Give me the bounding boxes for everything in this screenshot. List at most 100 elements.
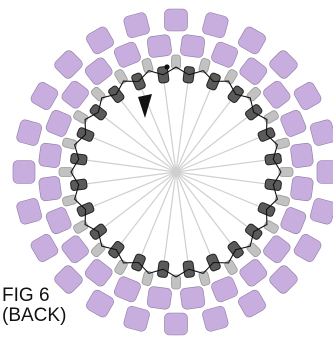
- spoke-line: [175, 133, 269, 173]
- gray-bead: [274, 194, 290, 207]
- purple-bead: [54, 50, 83, 79]
- gray-bead: [263, 110, 279, 124]
- purple-bead: [30, 234, 59, 262]
- spoke-line: [175, 171, 190, 272]
- gray-bead: [274, 137, 290, 150]
- gray-bead: [58, 167, 74, 177]
- gray-bead: [224, 259, 238, 275]
- gray-bead: [114, 69, 128, 85]
- purple-bead: [238, 289, 266, 318]
- gray-bead: [198, 58, 211, 74]
- gray-bead: [263, 220, 279, 234]
- purple-bead: [30, 82, 59, 110]
- spoke-line: [76, 171, 177, 186]
- spoke-line: [175, 110, 256, 173]
- gray-bead: [90, 86, 106, 102]
- purple-bead: [316, 160, 333, 184]
- purple-bead: [310, 119, 333, 146]
- gray-bead: [246, 86, 262, 102]
- purple-bead: [202, 12, 229, 38]
- gray-bead-ring: [58, 54, 294, 290]
- purple-bead: [293, 82, 322, 110]
- spoke-line: [175, 171, 256, 234]
- spoke-line: [83, 133, 177, 173]
- spoke-line: [162, 171, 177, 272]
- thread-line: [70, 66, 282, 278]
- gray-bead: [224, 69, 238, 85]
- purple-bead: [84, 57, 113, 85]
- purple-bead: [280, 109, 307, 137]
- spoke-line: [114, 92, 177, 173]
- purple-bead: [238, 26, 266, 55]
- purple-bead: [54, 265, 83, 294]
- gray-bead: [171, 274, 181, 290]
- spoke-line: [137, 79, 177, 173]
- purple-bead: [164, 8, 188, 32]
- spoke-line: [83, 171, 177, 211]
- purple-bead: [84, 259, 113, 287]
- purple-bead: [180, 286, 206, 310]
- spoke-line: [175, 171, 269, 211]
- start-dot-icon: [164, 64, 170, 70]
- purple-bead: [146, 286, 172, 310]
- purple-bead: [38, 176, 62, 202]
- purple-bead: [211, 276, 239, 303]
- purple-bead: [290, 142, 314, 168]
- spoke-line: [175, 171, 215, 265]
- purple-bead: [61, 80, 89, 109]
- purple-bead: [16, 119, 42, 146]
- purple-bead: [123, 12, 150, 38]
- gray-bead: [62, 194, 78, 207]
- gray-bead: [114, 259, 128, 275]
- gray-bead: [141, 58, 154, 74]
- purple-bead: [239, 259, 268, 287]
- spoke-line: [175, 158, 276, 173]
- spoke-line: [114, 171, 177, 252]
- purple-bead: [113, 276, 141, 303]
- purple-bead: [146, 34, 172, 58]
- purple-bead: [86, 289, 114, 318]
- purple-bead: [61, 235, 89, 264]
- spoke-line: [175, 72, 190, 173]
- gray-bead: [73, 220, 89, 234]
- purple-bead: [293, 234, 322, 262]
- gray-bead: [171, 54, 181, 70]
- spoke-line: [175, 92, 238, 173]
- purple-bead: [310, 198, 333, 225]
- purple-bead: [263, 235, 291, 264]
- purple-bead: [280, 207, 307, 235]
- purple-bead: [290, 176, 314, 202]
- spoke-line: [175, 79, 215, 173]
- purple-bead: [123, 306, 150, 332]
- purple-bead: [202, 306, 229, 332]
- gray-bead: [62, 137, 78, 150]
- purple-bead: [164, 312, 188, 336]
- figure-view: (BACK): [2, 305, 67, 326]
- purple-bead: [86, 26, 114, 55]
- spoke-line: [175, 171, 238, 252]
- gray-bead: [73, 110, 89, 124]
- spoke-line: [162, 72, 177, 173]
- purple-bead: [269, 50, 298, 79]
- figure-number: FIG 6: [2, 285, 50, 306]
- purple-bead: [263, 80, 291, 109]
- purple-bead: [180, 34, 206, 58]
- spoke-line: [96, 171, 177, 234]
- figure-caption: FIG 6 (BACK): [2, 286, 78, 326]
- purple-bead: [269, 265, 298, 294]
- purple-bead: [38, 142, 62, 168]
- spoke-line: [76, 158, 177, 173]
- gray-bead: [278, 167, 294, 177]
- gray-bead: [90, 242, 106, 258]
- outer-bead-rings: [12, 8, 333, 336]
- purple-bead: [113, 41, 141, 68]
- spoke-line: [96, 110, 177, 173]
- purple-bead: [45, 207, 72, 235]
- thread-path: [70, 66, 282, 278]
- gray-bead: [141, 270, 154, 286]
- black-arrowhead-icon: [138, 94, 152, 118]
- spoke-line: [175, 171, 276, 186]
- purple-bead: [16, 198, 42, 225]
